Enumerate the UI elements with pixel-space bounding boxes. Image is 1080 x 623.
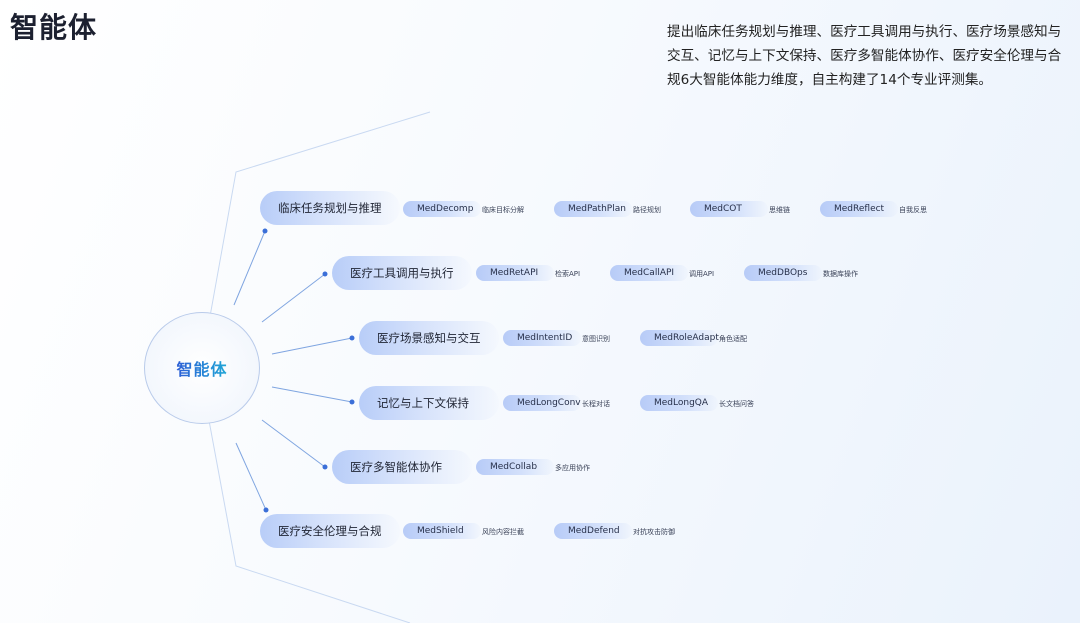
dataset-desc: 数据库操作 [823,270,858,278]
dataset-desc: 意图识别 [582,335,610,343]
category-label: 医疗场景感知与交互 [377,331,481,345]
spoke-dot-1 [262,228,268,234]
spoke-6 [235,442,267,511]
dataset-tag: MedCOT [690,201,768,217]
dataset-tag: MedIntentID [503,330,581,346]
category-label: 医疗多智能体协作 [350,460,442,474]
page-title: 智能体 [10,11,98,44]
category-memory: 记忆与上下文保持 [359,386,499,420]
dataset-tag: MedRoleAdapt [640,330,719,346]
dataset-name: MedShield [417,526,464,536]
dataset-desc: 思维链 [769,206,790,214]
category-label: 医疗工具调用与执行 [350,266,454,280]
dataset-name: MedReflect [834,204,885,214]
dataset-name: MedCOT [704,204,742,214]
dataset-desc: 检索API [555,270,581,278]
spoke-dot-6 [263,507,269,513]
dataset-name: MedDBOps [758,268,808,278]
spoke-2 [261,273,326,323]
dataset-name: MedDecomp [417,204,474,214]
dataset-desc: 风险内容拦截 [482,528,524,536]
dataset-name: MedCollab [490,462,538,472]
category-planning: 临床任务规划与推理 [260,191,400,225]
dataset-tag: MedDBOps [744,265,822,281]
dataset-name: MedIntentID [517,333,573,343]
category-collaboration: 医疗多智能体协作 [332,450,472,484]
dataset-name: MedRoleAdapt [654,333,719,343]
dataset-name: MedLongConv [517,398,581,408]
page-description: 提出临床任务规划与推理、医疗工具调用与执行、医疗场景感知与交互、记忆与上下文保持… [667,24,1062,88]
dataset-desc: 长程对话 [582,400,610,408]
category-tools: 医疗工具调用与执行 [332,256,472,290]
spoke-5 [261,419,326,468]
category-perception: 医疗场景感知与交互 [359,321,499,355]
spoke-dot-4 [349,399,355,405]
dataset-name: MedDefend [568,526,620,536]
dataset-desc: 临床目标分解 [482,206,524,214]
dataset-desc: 自我反思 [899,206,927,214]
dataset-tag: MedCallAPI [610,265,688,281]
spoke-3 [271,337,353,355]
spoke-4 [271,386,353,403]
hub-label: 智能体 [176,356,227,380]
dataset-desc: 调用API [689,270,715,278]
dataset-name: MedLongQA [654,398,709,408]
dataset-tag: MedReflect [820,201,898,217]
dataset-tag: MedRetAPI [476,265,554,281]
dataset-tag: MedPathPlan [554,201,632,217]
dataset-name: MedPathPlan [568,204,626,214]
dataset-tag: MedLongConv [503,395,581,411]
category-label: 记忆与上下文保持 [377,396,469,410]
dataset-desc: 多应用协作 [555,464,590,472]
hub-node: 智能体 [144,312,260,424]
category-safety: 医疗安全伦理与合规 [260,514,400,548]
dataset-name: MedRetAPI [490,268,539,278]
dataset-tag: MedDecomp [403,201,481,217]
dataset-tag: MedCollab [476,459,554,475]
dataset-name: MedCallAPI [624,268,675,278]
spoke-dot-3 [349,335,355,341]
dataset-desc: 路径规划 [633,206,661,214]
dataset-desc: 角色适配 [719,335,747,343]
spoke-1 [233,230,266,306]
spoke-dot-5 [322,464,328,470]
dataset-tag: MedLongQA [640,395,718,411]
dataset-tag: MedShield [403,523,481,539]
category-label: 临床任务规划与推理 [278,201,382,215]
dataset-desc: 对抗攻击防御 [633,528,675,536]
dataset-tag: MedDefend [554,523,632,539]
spoke-dot-2 [322,271,328,277]
dataset-desc: 长文档问答 [719,400,754,408]
category-label: 医疗安全伦理与合规 [278,524,382,538]
